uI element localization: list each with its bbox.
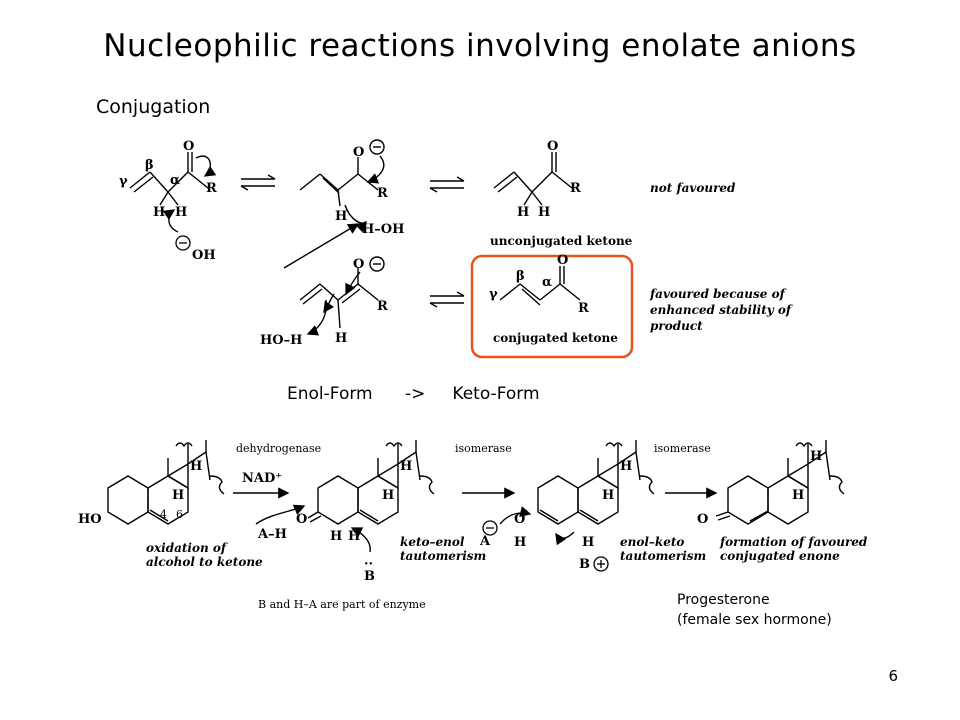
svg-text:H: H (172, 488, 184, 503)
svg-text:R: R (206, 181, 217, 196)
progesterone-caption: Progesterone (female sex hormone) (677, 590, 832, 630)
scheme1-conjugation (129, 139, 634, 359)
label-formation-line2: conjugated enone (720, 549, 840, 563)
label-keto-enol-line2: tautomerism (400, 549, 486, 563)
svg-text:R: R (570, 181, 581, 196)
equilibrium-arrow-3 (429, 291, 465, 308)
equilibrium-arrow-2 (429, 176, 465, 193)
svg-text:H: H (190, 459, 202, 474)
svg-text:H–OH: H–OH (362, 222, 404, 237)
svg-text:HO: HO (78, 512, 102, 527)
equilibrium-arrow-1 (240, 174, 276, 191)
svg-text:4: 4 (160, 508, 167, 521)
caption-line-1: Progesterone (677, 592, 770, 608)
svg-text:O: O (514, 512, 525, 527)
steroid-structure-3 (537, 440, 655, 525)
scheme1-atom-labels: γ β α O R H H OH O R H H–OH O R H H O R … (119, 139, 589, 348)
svg-text:H: H (400, 459, 412, 474)
svg-text:O: O (353, 257, 364, 272)
label-oxidation-line1: oxidation of (146, 541, 228, 555)
steroid-structure-4 (715, 440, 845, 525)
svg-text:H: H (382, 488, 394, 503)
svg-text:H: H (514, 535, 526, 550)
svg-text:α: α (170, 173, 180, 188)
conjugated-ketone-highlight (470, 254, 634, 359)
molecule-unconjugated-start (129, 152, 209, 206)
steroid-structure-2 (307, 440, 435, 525)
label-isomerase-2: isomerase (654, 442, 711, 455)
scheme2-steroid-biosynthesis (107, 440, 845, 553)
label-favoured-line1: favoured because of (649, 287, 787, 301)
svg-text:H: H (517, 205, 529, 220)
molecule-dienolate (299, 157, 379, 207)
svg-text:O: O (183, 139, 194, 154)
label-dehydrogenase: dehydrogenase (236, 442, 321, 455)
svg-text:β: β (145, 158, 154, 173)
label-keto-enol-line1: keto–enol (400, 535, 465, 549)
svg-text:H: H (620, 459, 632, 474)
svg-text:6: 6 (176, 508, 183, 521)
label-not-favoured: not favoured (650, 181, 736, 195)
svg-text:O: O (296, 512, 307, 527)
slide-title: Nucleophilic reactions involving enolate… (103, 28, 857, 64)
svg-text:H: H (335, 331, 347, 346)
svg-text:H: H (330, 529, 342, 544)
steroid-structure-1 (107, 440, 225, 525)
svg-text:··: ·· (364, 557, 373, 572)
label-enol-keto-line2: tautomerism (620, 549, 706, 563)
svg-text:O: O (697, 512, 708, 527)
page-number: 6 (888, 667, 898, 685)
svg-text:α: α (542, 275, 552, 290)
svg-text:A: A (479, 534, 491, 549)
label-favoured-line3: product (650, 319, 703, 333)
svg-text:γ: γ (119, 174, 128, 189)
molecule-unconjugated-ketone (493, 152, 573, 206)
svg-text:β: β (516, 269, 525, 284)
svg-text:R: R (377, 186, 388, 201)
svg-text:R: R (377, 299, 388, 314)
caption-line-2: (female sex hormone) (677, 612, 832, 628)
svg-text:HO–H: HO–H (260, 333, 302, 348)
svg-text:γ: γ (489, 287, 498, 302)
svg-text:H: H (602, 488, 614, 503)
label-favoured-line2: enhanced stability of (650, 303, 793, 317)
svg-text:O: O (557, 253, 568, 268)
enol-keto-label: Enol-Form -> Keto-Form (287, 384, 540, 404)
svg-text:O: O (353, 145, 364, 160)
svg-text:H: H (153, 205, 165, 220)
scheme2-atom-labels: HO H H 4 6 H H O A–H H H B ·· H H O A H … (78, 449, 822, 584)
label-enzyme-note: B and H–A are part of enzyme (258, 598, 426, 611)
label-oxidation-line2: alcohol to ketone (146, 555, 263, 569)
svg-text:H: H (335, 209, 347, 224)
label-enol-keto-line1: enol–keto (620, 535, 684, 549)
svg-text:H: H (348, 529, 360, 544)
label-formation-line1: formation of favoured (719, 535, 868, 549)
label-isomerase-1: isomerase (455, 442, 512, 455)
molecule-dienolate-lower (299, 268, 379, 329)
label-conjugated-ketone: conjugated ketone (493, 331, 618, 345)
svg-text:OH: OH (192, 248, 216, 263)
svg-text:A–H: A–H (257, 527, 287, 542)
svg-text:B: B (579, 557, 590, 572)
label-nad: NAD⁺ (242, 471, 282, 486)
svg-text:O: O (547, 139, 558, 154)
svg-text:H: H (582, 535, 594, 550)
molecule-conjugated-ketone (499, 266, 581, 306)
svg-text:H: H (810, 449, 822, 464)
svg-text:R: R (578, 301, 589, 316)
svg-text:B: B (364, 569, 375, 584)
svg-text:H: H (792, 488, 804, 503)
svg-text:H: H (538, 205, 550, 220)
label-unconjugated-ketone: unconjugated ketone (490, 234, 633, 248)
svg-text:H: H (175, 205, 187, 220)
section-subtitle: Conjugation (96, 96, 211, 118)
